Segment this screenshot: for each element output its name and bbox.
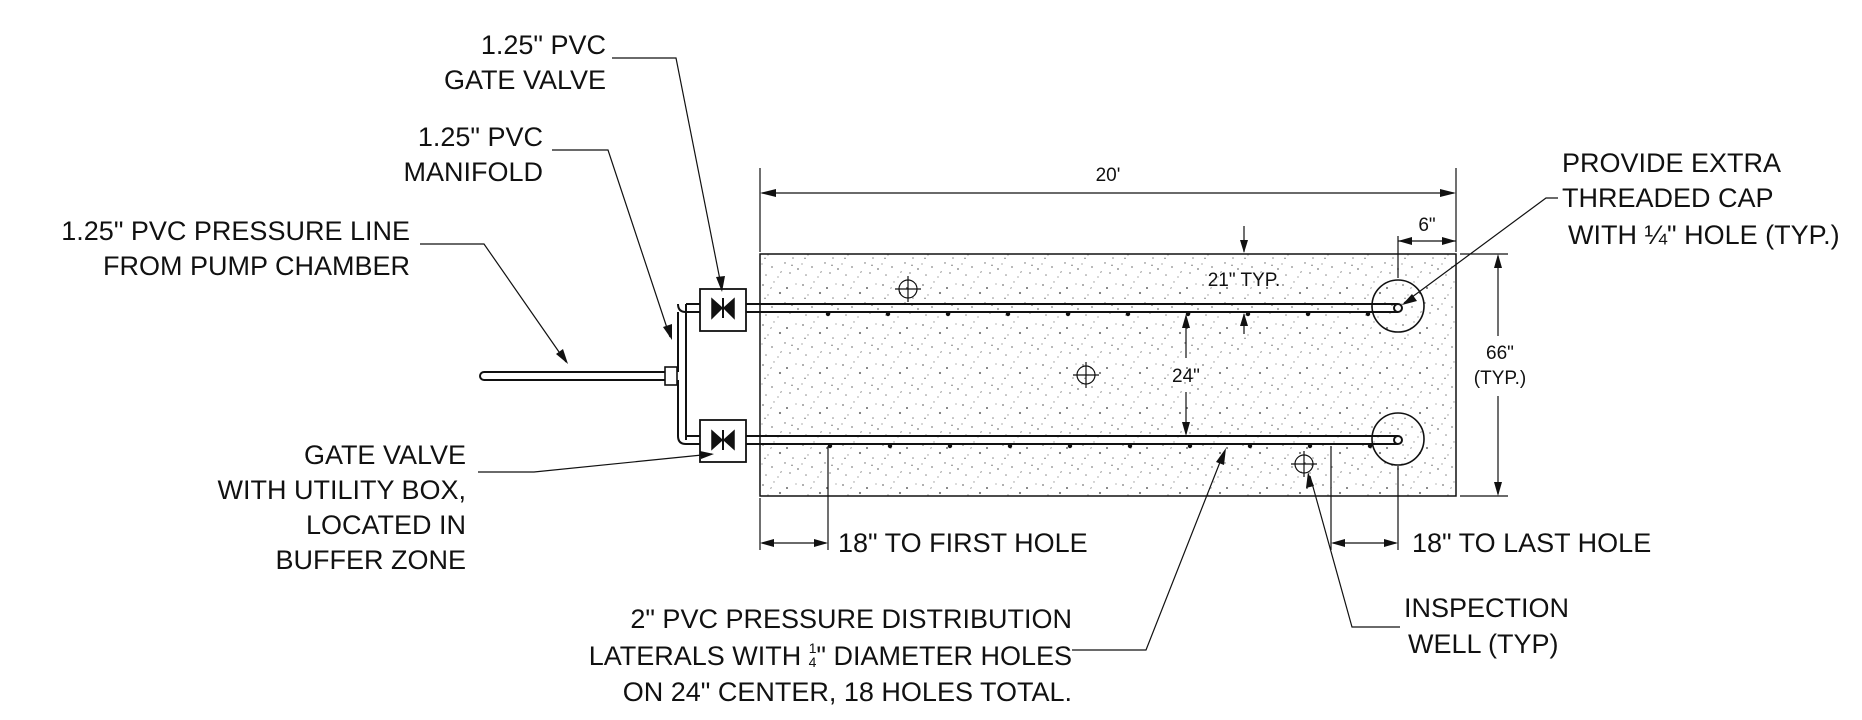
holes-bottom — [827, 443, 1373, 449]
inspection-well-line2: WELL (TYP) — [1408, 629, 1559, 659]
top-offset-label: 21" TYP. — [1208, 270, 1281, 291]
hole — [1067, 443, 1073, 449]
gate-valve-box-line3: LOCATED IN — [306, 510, 466, 540]
hole — [1005, 311, 1011, 317]
laterals-line2-post: " DIAMETER HOLES — [816, 641, 1072, 671]
pressure-line-pipe — [479, 371, 666, 381]
label-manifold: 1.25" PVC MANIFOLD — [403, 122, 543, 187]
threaded-cap-top — [1371, 279, 1425, 333]
leader-lines — [420, 57, 1558, 651]
dim-end-offset: 6" — [1397, 215, 1456, 278]
threaded-cap-line2: THREADED CAP — [1562, 183, 1774, 213]
dim-first-hole: 18" TO FIRST HOLE — [759, 446, 1088, 558]
drain-bed — [759, 253, 1457, 497]
threaded-cap-line1: PROVIDE EXTRA — [1562, 148, 1781, 178]
hole — [1065, 311, 1071, 317]
hole — [1185, 311, 1191, 317]
hole — [947, 443, 953, 449]
gate-valve-top — [699, 288, 747, 332]
hole — [1127, 443, 1133, 449]
hole — [1307, 443, 1313, 449]
last-hole-label: 18" TO LAST HOLE — [1412, 528, 1651, 558]
dim-last-hole: 18" TO LAST HOLE — [1330, 446, 1651, 558]
lateral-top — [746, 303, 1403, 313]
gate-valve-box-line1: GATE VALVE — [304, 440, 466, 470]
overall-length-label: 20' — [1096, 165, 1121, 186]
hole — [827, 443, 833, 449]
threaded-cap-line3: WITH ¼" HOLE (TYP.) — [1568, 220, 1840, 250]
label-gate-valve-box: GATE VALVE WITH UTILITY BOX, LOCATED IN … — [217, 440, 466, 575]
laterals-frac-num: 1 — [809, 640, 817, 656]
label-inspection-well: INSPECTION WELL (TYP) — [1404, 593, 1569, 659]
hole — [1365, 311, 1371, 317]
hole — [887, 443, 893, 449]
dim-overall-length: 20' — [759, 165, 1457, 252]
manifold-pipe — [664, 303, 712, 445]
lateral-bottom — [746, 435, 1403, 445]
laterals-frac-den: 4 — [809, 654, 817, 670]
dim-bed-width: 66" (TYP.) — [1460, 253, 1526, 497]
label-pressure-line: 1.25" PVC PRESSURE LINE FROM PUMP CHAMBE… — [61, 216, 410, 281]
first-hole-label: 18" TO FIRST HOLE — [838, 528, 1088, 558]
inspection-well-line1: INSPECTION — [1404, 593, 1569, 623]
hole — [1007, 443, 1013, 449]
gate-valve-top-line1: 1.25" PVC — [481, 30, 606, 60]
inspection-well-icon — [1291, 451, 1317, 477]
inspection-well-icon — [1073, 362, 1099, 388]
holes-top — [825, 311, 1371, 317]
gate-valve-top-line2: GATE VALVE — [444, 65, 606, 95]
gate-valve-box-line4: BUFFER ZONE — [275, 545, 466, 575]
label-gate-valve-top: 1.25" PVC GATE VALVE — [444, 30, 606, 95]
dim-top-offset: 21" TYP. — [1208, 226, 1281, 334]
hole — [825, 311, 831, 317]
pressure-line-line2: FROM PUMP CHAMBER — [103, 251, 410, 281]
hole — [945, 311, 951, 317]
label-laterals: 2" PVC PRESSURE DISTRIBUTION LATERALS WI… — [589, 604, 1072, 707]
laterals-line2-pre: LATERALS WITH — [589, 641, 809, 671]
end-offset-label: 6" — [1418, 215, 1435, 236]
lateral-spacing-label: 24" — [1172, 366, 1200, 387]
hole — [885, 311, 891, 317]
inspection-well-icon — [895, 276, 921, 302]
hole — [1125, 311, 1131, 317]
bed-width-label-2: (TYP.) — [1474, 368, 1526, 389]
gate-valve-box-line2: WITH UTILITY BOX, — [217, 475, 466, 505]
hole — [1367, 443, 1373, 449]
laterals-line3: ON 24" CENTER, 18 HOLES TOTAL. — [623, 677, 1072, 707]
hole — [1247, 443, 1253, 449]
manifold-line2: MANIFOLD — [403, 157, 543, 187]
hole — [1187, 443, 1193, 449]
pressure-line-line1: 1.25" PVC PRESSURE LINE — [61, 216, 410, 246]
bed-width-label-1: 66" — [1486, 343, 1514, 364]
threaded-cap-bottom — [1371, 412, 1425, 466]
laterals-line1: 2" PVC PRESSURE DISTRIBUTION — [630, 604, 1072, 634]
label-threaded-cap: PROVIDE EXTRA THREADED CAP WITH ¼" HOLE … — [1562, 148, 1840, 250]
hole — [1245, 311, 1251, 317]
dim-lateral-spacing: 24" — [1172, 314, 1200, 436]
manifold-line1: 1.25" PVC — [418, 122, 543, 152]
hole — [1305, 311, 1311, 317]
